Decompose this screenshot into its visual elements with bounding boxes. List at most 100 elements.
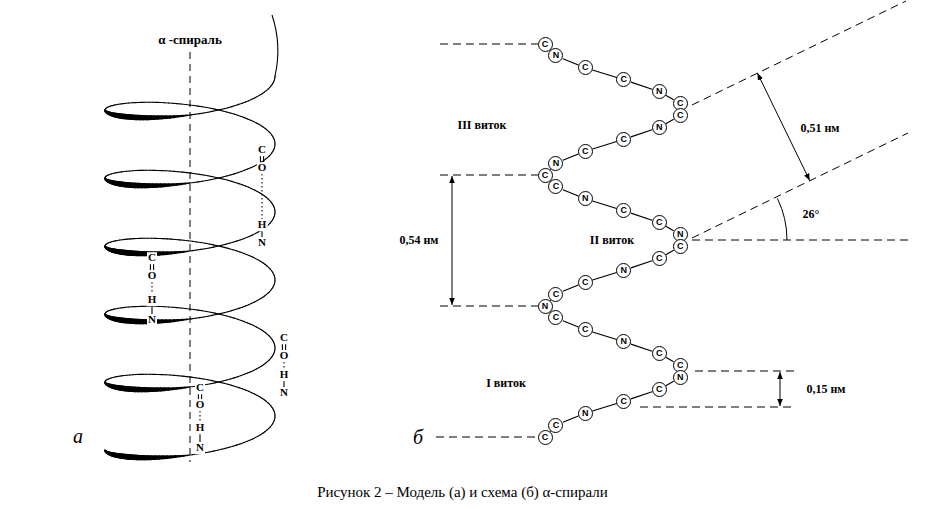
coil-stroke (155, 238, 159, 239)
atom-circle: C (652, 251, 667, 266)
coil-stroke (209, 247, 213, 249)
atom-symbol: C (553, 421, 560, 430)
atom-letter: O (279, 350, 290, 362)
atom-letter: C (257, 144, 267, 156)
panel-letter: а (72, 426, 84, 447)
atom-circle: C (616, 72, 631, 87)
atom-circle: C (538, 430, 553, 445)
atom-letter: N (147, 314, 157, 326)
coil-stroke (194, 309, 198, 311)
atom-letter: N (279, 387, 289, 399)
coil-stroke (146, 374, 150, 375)
coil-stroke (230, 174, 234, 175)
coil-stroke (204, 112, 208, 114)
coil-stroke (274, 76, 275, 78)
coil-stroke (230, 113, 234, 114)
coil-stroke (229, 242, 233, 243)
coil-stroke (236, 251, 239, 252)
coil-stroke (220, 178, 224, 180)
atom-circle: N (652, 84, 667, 99)
coil-stroke (224, 312, 228, 313)
coil-stroke (149, 102, 153, 103)
bond-stroke (151, 282, 152, 294)
coil-stroke (173, 307, 177, 308)
dimension-arrow (452, 176, 453, 305)
backbone-bond (563, 59, 578, 65)
backbone-bond (592, 141, 616, 148)
coil-stroke (107, 107, 108, 109)
atom-symbol: N (621, 266, 628, 275)
atom-circle: C (616, 132, 631, 147)
bond-stroke (282, 344, 283, 350)
coil-stroke (228, 107, 232, 108)
coil-stroke (227, 175, 231, 176)
coil-stroke (106, 311, 108, 313)
atom-circle: C (616, 203, 631, 218)
coil-stroke (230, 317, 234, 318)
atom-letter: N (195, 442, 205, 454)
coil-stroke (205, 247, 209, 249)
coil-stroke (190, 386, 194, 388)
angle-label: 26° (802, 208, 821, 221)
coil-stroke (154, 374, 158, 375)
coil-stroke (233, 445, 237, 446)
coil-stroke (223, 110, 227, 112)
coil-stroke (174, 375, 178, 376)
atom-symbol: N (582, 194, 589, 203)
atom-symbol: C (553, 182, 560, 191)
coil-stroke (199, 174, 203, 176)
coil-stroke (185, 182, 189, 184)
atom-circle: C (652, 215, 667, 230)
coil-stroke (158, 374, 162, 375)
coil-stroke (232, 310, 236, 311)
atom-symbol: N (542, 302, 549, 311)
backbone-bond (563, 321, 578, 327)
atom-circle: N (652, 120, 667, 135)
coil-stroke (220, 108, 224, 110)
atom-circle: N (548, 156, 563, 171)
atom-circle: C (578, 322, 593, 337)
model-title: α -спираль (157, 33, 223, 47)
coil-stroke (159, 238, 163, 239)
coil-stroke (234, 114, 238, 115)
coil-stroke (178, 375, 182, 377)
dashed-line (695, 371, 795, 372)
coil-stroke (191, 318, 195, 320)
backbone-bond (666, 226, 674, 231)
coil-stroke (173, 103, 177, 104)
atom-symbol: C (656, 254, 663, 263)
coil-stroke (223, 379, 227, 381)
coil-stroke (165, 306, 169, 307)
coil-stroke (212, 110, 216, 112)
bond-stroke (283, 381, 284, 387)
coil-stroke (190, 308, 194, 310)
atom-symbol: C (582, 63, 589, 72)
coil-stroke (169, 102, 173, 103)
coil-stroke (105, 175, 107, 177)
backbone-bond (563, 285, 578, 291)
atom-symbol: N (656, 87, 663, 96)
atom-symbol: C (656, 349, 663, 358)
coil-stroke (229, 446, 233, 447)
coil-stroke (225, 243, 229, 244)
angle-arc (777, 198, 787, 240)
coil-stroke (108, 242, 109, 244)
coil-stroke (190, 104, 194, 106)
coil-stroke (194, 181, 198, 183)
coil-stroke (206, 107, 210, 109)
coil-stroke (187, 172, 191, 174)
helix-coil (105, 15, 278, 458)
coil-stroke (183, 319, 187, 321)
coil-stroke (233, 250, 237, 251)
dashed-line (440, 175, 538, 176)
atom-letter: O (147, 270, 158, 282)
bond-stroke (285, 344, 286, 350)
coil-stroke (208, 111, 212, 113)
coil-stroke (193, 250, 197, 252)
coil-stroke (185, 104, 189, 106)
atom-symbol: C (542, 433, 549, 442)
coil-stroke (187, 318, 191, 320)
coil-stroke (170, 374, 174, 375)
